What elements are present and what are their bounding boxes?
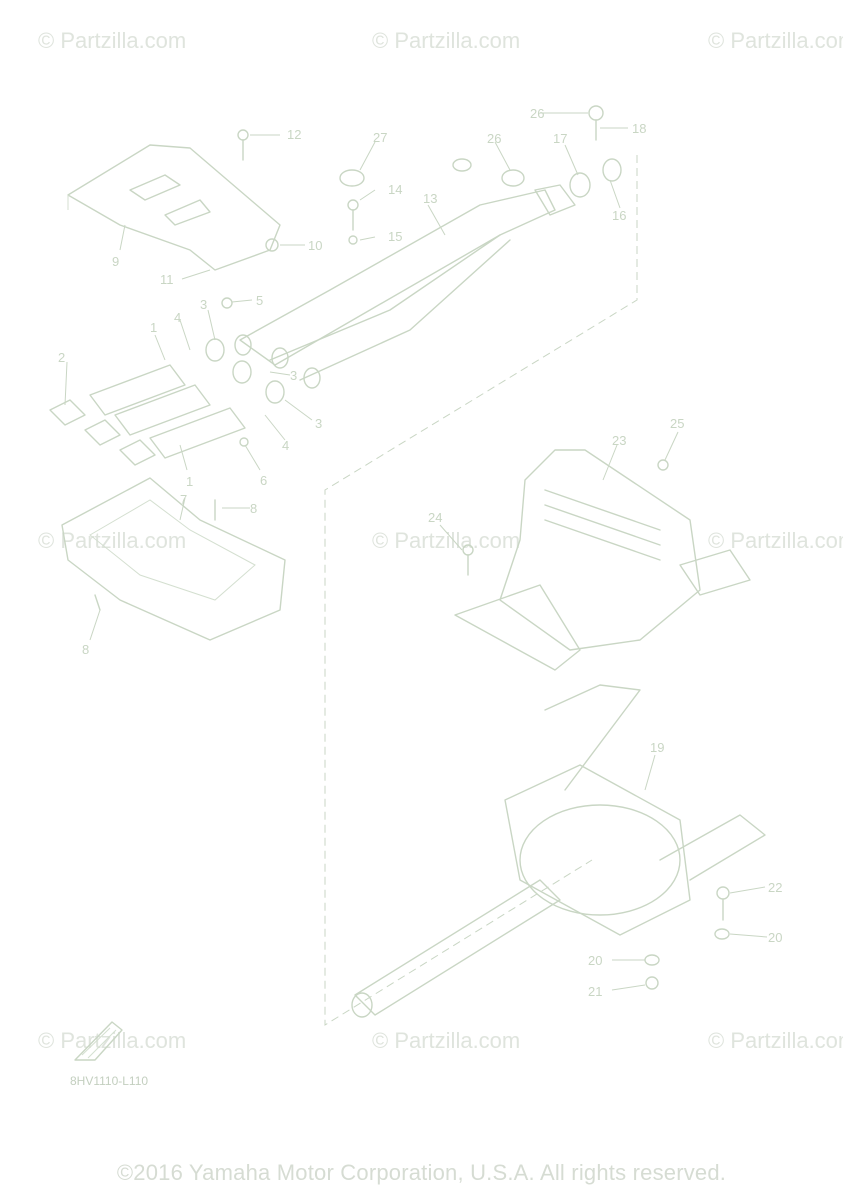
callout-1: 1 [150, 320, 157, 335]
callout-26: 26 [487, 131, 501, 146]
heat-shield-lower [61, 477, 286, 641]
watermark-1: © Partzilla.com [38, 28, 186, 53]
callout-20: 20 [768, 930, 782, 945]
gaskets [49, 399, 156, 466]
callout-4: 4 [282, 438, 289, 453]
callout-19: 19 [650, 740, 664, 755]
watermark-2: © Partzilla.com [372, 28, 520, 53]
exhaust-pipe-assembly [234, 184, 576, 389]
callout-20: 20 [588, 953, 602, 968]
callout-3: 3 [290, 368, 297, 383]
callout-13: 13 [423, 191, 437, 206]
watermark-3: © Partzilla.com [708, 28, 843, 53]
flex-pipes [89, 338, 285, 459]
watermark-9: © Partzilla.com [708, 1028, 843, 1053]
muffler [351, 684, 766, 1018]
dashed-frame [324, 155, 638, 1026]
callout-labels: 1 1 2 3 3 3 4 4 5 6 7 8 8 9 10 11 12 13 … [58, 106, 782, 999]
callout-8: 8 [82, 642, 89, 657]
callout-25: 25 [670, 416, 684, 431]
diagram-code: 8HV1110-L110 [70, 1074, 148, 1088]
callout-22: 22 [768, 880, 782, 895]
callout-23: 23 [612, 433, 626, 448]
callout-3: 3 [315, 416, 322, 431]
watermark-8: © Partzilla.com [372, 1028, 520, 1053]
callout-2: 2 [58, 350, 65, 365]
callout-26: 26 [530, 106, 544, 121]
callout-6: 6 [260, 473, 267, 488]
callout-16: 16 [612, 208, 626, 223]
callout-12: 12 [287, 127, 301, 142]
callout-17: 17 [553, 131, 567, 146]
callout-3: 3 [200, 297, 207, 312]
watermark-4: © Partzilla.com [38, 528, 186, 553]
front-direction-arrow-icon [74, 1021, 123, 1061]
callout-8: 8 [250, 501, 257, 516]
callout-21: 21 [588, 984, 602, 999]
callout-24: 24 [428, 510, 442, 525]
heat-shield-upper [67, 144, 281, 271]
watermarks: © Partzilla.com © Partzilla.com © Partzi… [38, 28, 843, 1053]
callout-27: 27 [373, 130, 387, 145]
callout-9: 9 [112, 254, 119, 269]
watermark-6: © Partzilla.com [708, 528, 843, 553]
leader-lines [64, 112, 768, 991]
callout-10: 10 [308, 238, 322, 253]
callout-4: 4 [174, 310, 181, 325]
callout-5: 5 [256, 293, 263, 308]
callout-7: 7 [180, 492, 187, 507]
callout-14: 14 [388, 182, 402, 197]
callout-11: 11 [160, 272, 174, 287]
callout-1: 1 [186, 474, 193, 489]
muffler-upper [454, 449, 751, 671]
callout-15: 15 [388, 229, 402, 244]
callout-18: 18 [632, 121, 646, 136]
copyright-notice: ©2016 Yamaha Motor Corporation, U.S.A. A… [116, 1160, 727, 1185]
